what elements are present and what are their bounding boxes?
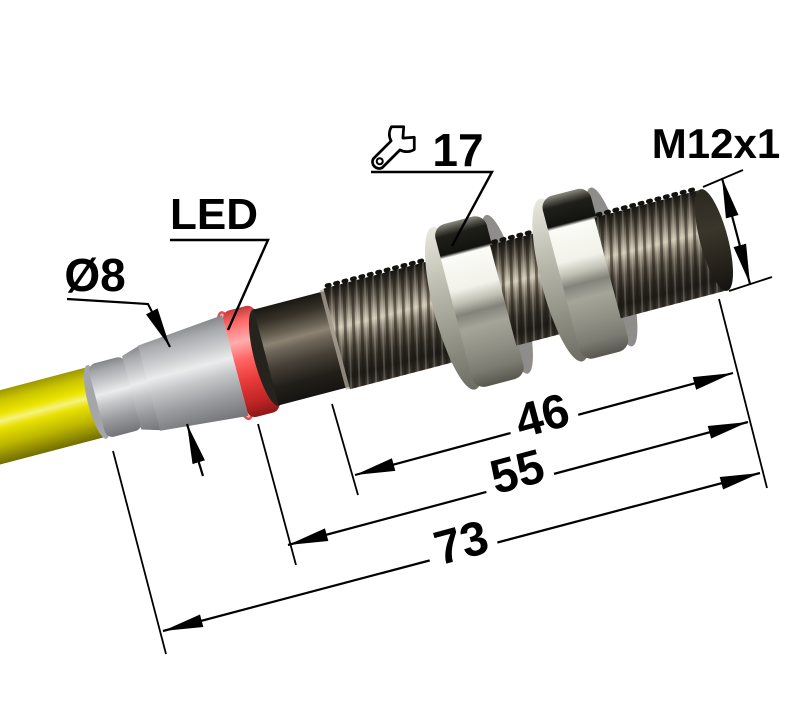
dim-text-55: 55 — [477, 439, 557, 505]
dim-text-46-gap — [502, 383, 582, 447]
wrench-icon — [371, 125, 416, 170]
thread-crests-1 — [324, 255, 435, 288]
dim-text-73-gap — [421, 510, 501, 574]
ext-line-total — [112, 450, 167, 655]
cable — [0, 366, 110, 474]
thread-spec-label: M12x1 — [652, 120, 780, 167]
housing-smooth — [253, 290, 352, 406]
thread-section-3-ribs — [594, 189, 728, 319]
gland-chamfer — [122, 345, 163, 431]
m12-tick-bottom — [728, 276, 773, 292]
hex-nut-1 — [435, 216, 524, 387]
led-leader — [170, 238, 270, 331]
cable-diameter-label: Ø8 — [64, 249, 125, 301]
ext-line-thread — [331, 403, 359, 496]
sensor-body — [0, 186, 733, 474]
m12-dim-line — [720, 177, 752, 285]
wrench-size-label: 17 — [432, 124, 483, 176]
thread-section-1-ribs — [323, 258, 464, 390]
hex-nut-2 — [542, 188, 629, 359]
thread-crests-3 — [595, 186, 699, 217]
ext-line-face — [718, 298, 768, 489]
wrench-outline — [371, 125, 416, 170]
led-label: LED — [170, 190, 258, 239]
dim-text-55-gap — [477, 439, 557, 503]
cable-dia-arrow-bottom — [185, 423, 205, 477]
cable-dia-leader — [66, 297, 171, 348]
wrench-hole — [375, 157, 384, 166]
dim-text-73: 73 — [421, 510, 501, 576]
thread-crests-2 — [491, 227, 542, 245]
wrench-size-leader — [371, 170, 495, 247]
